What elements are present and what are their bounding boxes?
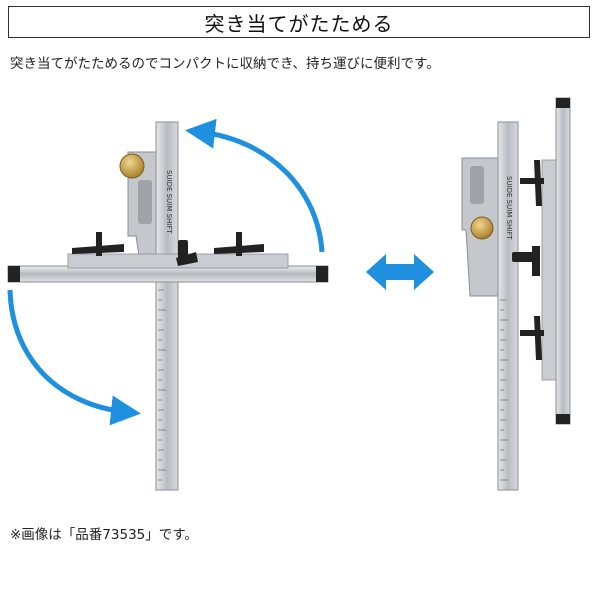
double-arrow-icon (366, 254, 434, 290)
clamp-handle-left (72, 232, 124, 256)
tool-folded: SUIDE SUIM SHIFT (461, 97, 571, 491)
rotate-up-arrow-icon (185, 118, 325, 253)
folded-bar (555, 97, 571, 425)
folded-bracket-slot (470, 166, 484, 204)
folded-slider (541, 159, 557, 381)
folded-handle-center (512, 246, 540, 276)
product-illustration: SUIDE SUIM SHIFT (7, 97, 571, 491)
folded-bar-cap-top (556, 98, 570, 108)
vertical-ruler (155, 121, 179, 491)
ruler-brand-text-left: SUIDE SUIM SHIFT (165, 170, 173, 234)
brass-knob (119, 153, 145, 179)
ruler-ticks-left (158, 289, 166, 481)
ruler-brand-text-right: SUIDE SUIM SHIFT (505, 176, 513, 240)
tool-unfolded: SUIDE SUIM SHIFT (7, 121, 329, 491)
folded-brass-knob (470, 216, 494, 240)
description-text: 突き当てがたためるのでコンパクトに収納でき、持ち運びに便利です。 (10, 56, 440, 72)
bar-end-cap-left (8, 266, 20, 282)
folded-handle-bottom (520, 316, 544, 360)
rotate-down-arrow-icon (7, 289, 141, 426)
clamp-handle-center (176, 240, 198, 266)
section-title-text: 突き当てがたためる (204, 11, 394, 36)
bracket-slot (138, 180, 152, 224)
folded-vertical-ruler (497, 121, 519, 491)
section-title: 突き当てがたためる (8, 6, 590, 38)
bar-end-cap-right (316, 266, 328, 282)
ruler-ticks-right (500, 299, 508, 481)
folded-bar-cap-bottom (556, 414, 570, 424)
folded-handle-top (520, 160, 544, 206)
clamp-handle-right (214, 232, 264, 256)
image-note: ※画像は「品番73535」です。 (10, 527, 198, 543)
